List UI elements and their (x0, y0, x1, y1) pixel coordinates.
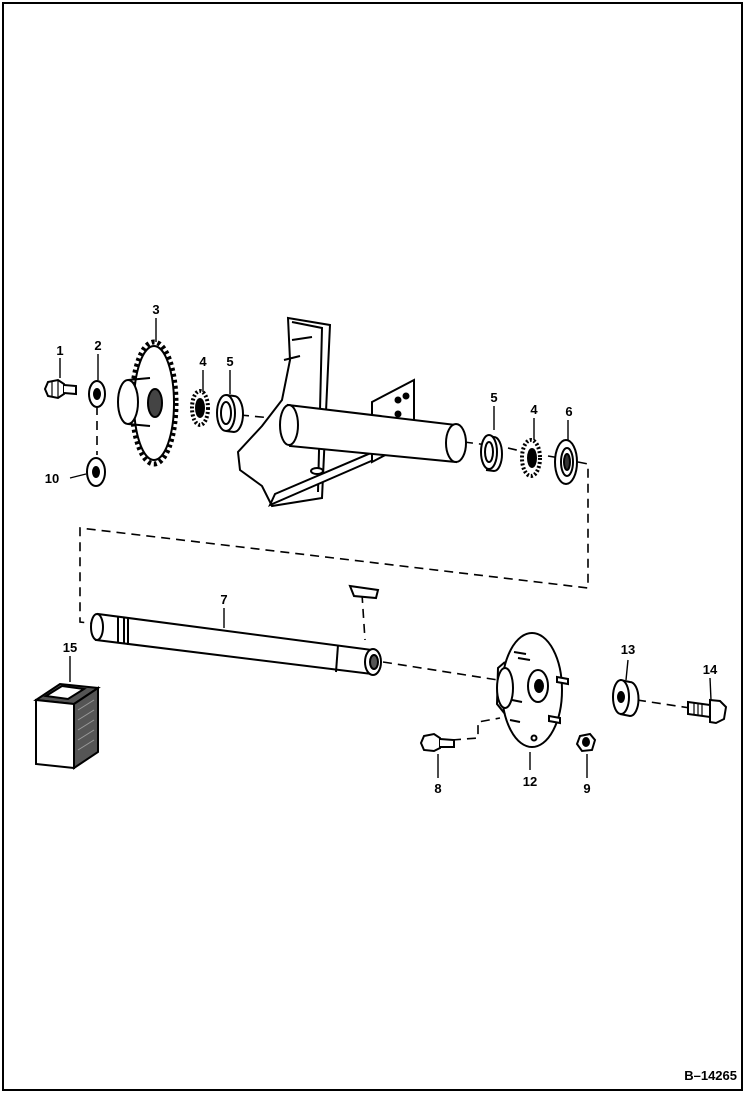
callout-1: 1 (56, 343, 63, 358)
bearing-cone-4-right (520, 438, 542, 478)
callout-6: 6 (565, 404, 572, 419)
bolt-8 (419, 732, 455, 753)
callout-5-right: 5 (490, 390, 497, 405)
axle-7 (90, 612, 382, 676)
callout-4-right: 4 (530, 402, 538, 417)
callout-4-left: 4 (199, 354, 207, 369)
callout-2: 2 (94, 338, 101, 353)
callout-8: 8 (434, 781, 441, 796)
bearing-cone-4-left (190, 389, 210, 427)
figure-id: B–14265 (684, 1068, 737, 1083)
callout-7: 7 (220, 592, 227, 607)
callout-9: 9 (583, 781, 590, 796)
seal-6 (554, 439, 578, 485)
leader-lines (59, 318, 712, 778)
callout-12: 12 (523, 774, 537, 789)
assembly-guide-lines (79, 406, 691, 741)
sprocket-3 (117, 339, 179, 467)
washer-10 (86, 457, 106, 487)
axle-housing-bracket (236, 316, 467, 508)
kit-box-15 (33, 682, 101, 770)
key (348, 584, 380, 600)
callout-3: 3 (152, 302, 159, 317)
callout-14: 14 (703, 662, 718, 677)
callout-5-left: 5 (226, 354, 233, 369)
bolt-1 (43, 378, 77, 400)
callout-10: 10 (45, 471, 59, 486)
callout-labels: 1 2 3 4 5 5 4 6 7 10 8 12 9 13 14 15 (45, 302, 718, 796)
bearing-cup-5-right (480, 434, 503, 473)
callout-13: 13 (621, 642, 635, 657)
hub-12 (495, 632, 569, 748)
bearing-cup-5-left (216, 394, 244, 434)
bolt-14 (687, 698, 728, 725)
nut-9 (575, 732, 597, 753)
callout-15: 15 (63, 640, 77, 655)
spacer-13 (612, 679, 640, 718)
washer-2 (88, 380, 106, 408)
